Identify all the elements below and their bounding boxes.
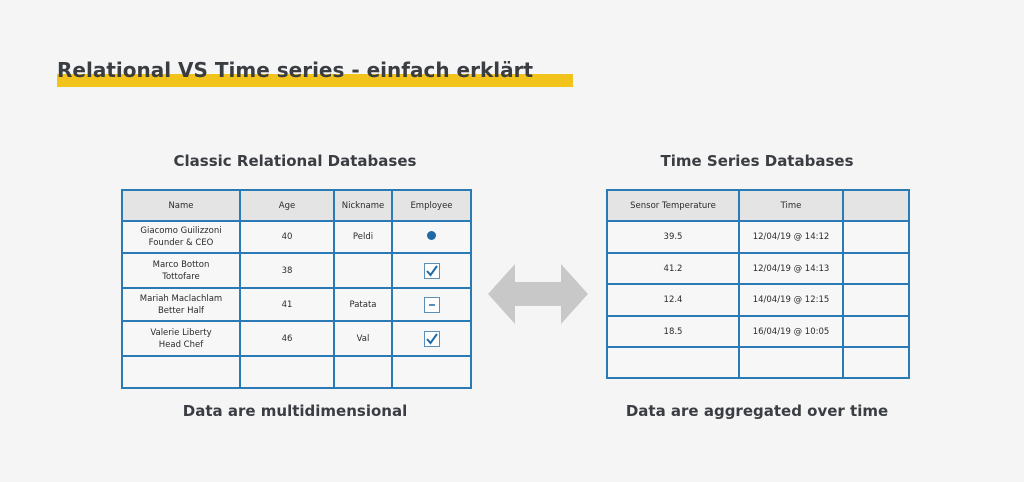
employee-cell [391,320,472,357]
column-header-name: Name [121,189,241,222]
page-title: Relational VS Time series - einfach erkl… [57,58,534,82]
checkbox-checked-icon[interactable] [423,330,440,347]
employee-cell [391,287,472,322]
age-cell: 46 [239,320,335,357]
temperature-cell: 41.2 [606,252,740,285]
person-role: Founder & CEO [148,238,214,248]
time-cell: 14/04/19 @ 12:15 [738,283,844,317]
time-cell: 12/04/19 @ 14:13 [738,252,844,285]
column-header-employee: Employee [391,189,472,222]
empty-row [121,355,472,389]
age-cell: 38 [239,252,335,289]
time-cell: 16/04/19 @ 10:05 [738,315,844,348]
age-cell: 41 [239,287,335,322]
timeseries-caption: Data are aggregated over time [625,402,889,420]
double-arrow-icon [488,264,588,324]
temperature-cell: 39.5 [606,220,740,254]
column-header-nickname: Nickname [333,189,393,222]
title-highlight [57,74,573,87]
temperature-cell: 12.4 [606,283,740,317]
name-cell: Giacomo Guilizzoni Founder & CEO [121,220,241,254]
person-role: Head Chef [158,339,204,350]
name-cell: Valerie Liberty Head Chef [121,320,241,357]
age-cell: 40 [239,220,335,254]
column-header-age: Age [239,189,335,222]
table-row: Marco Botton Tottofare 38 [121,252,472,289]
column-header-time: Time [738,189,844,222]
employee-cell [391,252,472,289]
person-name: Giacomo Guilizzoni [140,226,222,236]
person-role: Tottofare [162,271,200,282]
timeseries-header-row: Sensor Temperature Time [606,189,910,222]
relational-header-row: Name Age Nickname Employee [121,189,472,222]
nickname-cell: Peldi [333,220,393,254]
nickname-cell [333,252,393,289]
name-cell: Mariah Maclachlam Better Half [121,287,241,322]
column-header-sensor-temperature: Sensor Temperature [606,189,740,222]
table-row: 39.5 12/04/19 @ 14:12 [606,220,910,254]
employee-cell [391,220,472,254]
name-cell: Marco Botton Tottofare [121,252,241,289]
relational-table: Name Age Nickname Employee Giacomo Guili… [121,189,472,389]
table-row: 41.2 12/04/19 @ 14:13 [606,252,910,285]
person-role: Better Half [157,305,205,316]
timeseries-table: Sensor Temperature Time 39.5 12/04/19 @ … [606,189,910,379]
radio-dot-icon[interactable] [427,230,436,240]
person-name: Marco Botton [152,259,210,270]
table-row: Mariah Maclachlam Better Half 41 Patata [121,287,472,322]
checkbox-indeterminate-icon[interactable] [423,296,440,313]
timeseries-heading: Time Series Databases [660,152,854,170]
person-name: Valerie Liberty [150,327,212,338]
table-row: 12.4 14/04/19 @ 12:15 [606,283,910,317]
time-cell: 12/04/19 @ 14:12 [738,220,844,254]
temperature-cell: 18.5 [606,315,740,348]
table-row: Valerie Liberty Head Chef 46 Val [121,320,472,357]
relational-heading: Classic Relational Databases [173,152,417,170]
relational-caption: Data are multidimensional [182,402,408,420]
nickname-cell: Val [333,320,393,357]
table-row: Giacomo Guilizzoni Founder & CEO 40 Peld… [121,220,472,254]
person-name: Mariah Maclachlam [139,293,223,304]
empty-row [606,346,910,379]
table-row: 18.5 16/04/19 @ 10:05 [606,315,910,348]
checkbox-checked-icon[interactable] [423,262,440,279]
nickname-cell: Patata [333,287,393,322]
column-header-empty [842,189,910,222]
